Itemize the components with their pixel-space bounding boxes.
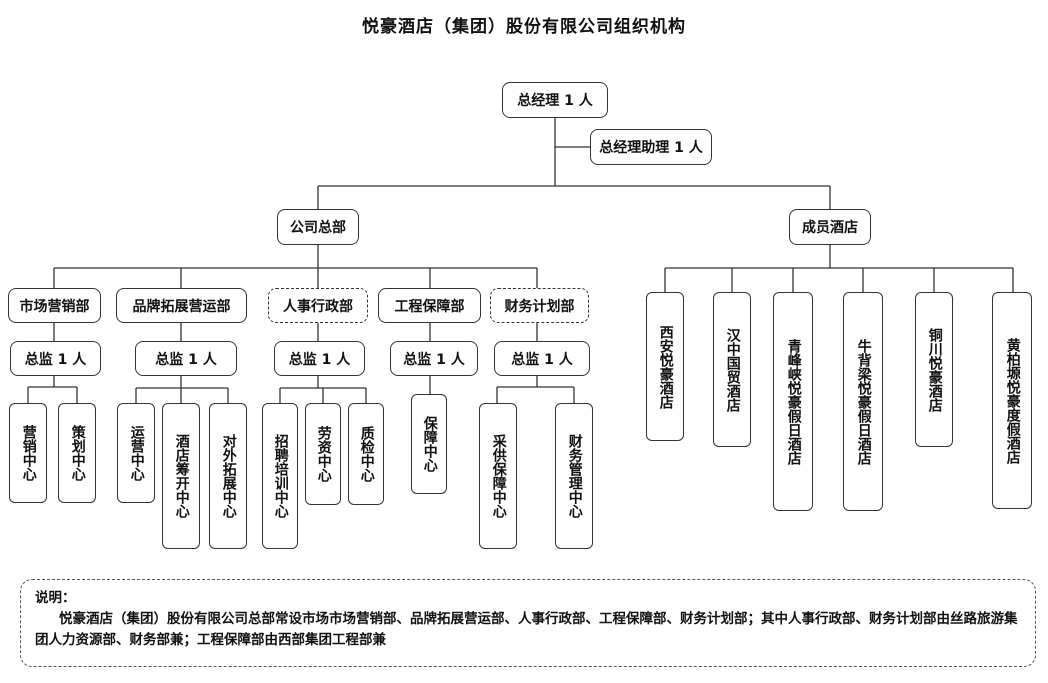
center-quality: 质检中心 xyxy=(348,403,384,505)
center-procurement: 采供保障中心 xyxy=(479,403,517,549)
hotel-niubeiliang: 牛背梁悦豪假日酒店 xyxy=(843,292,883,511)
hotel-huangbaiyuan: 黄柏塬悦豪度假酒店 xyxy=(992,292,1032,509)
director-hr-box: 总监 1 人 xyxy=(274,341,365,376)
note-text: 悦豪酒店（集团）股份有限公司总部常设市场市场营销部、品牌拓展营运部、人事行政部、… xyxy=(35,611,1018,648)
center-operations: 运营中心 xyxy=(117,403,155,503)
center-planning: 策划中心 xyxy=(58,403,96,503)
hotel-hanzhong-guomao: 汉中国贸酒店 xyxy=(713,292,751,447)
center-finance-management: 财务管理中心 xyxy=(555,403,593,549)
general-manager-box: 总经理 1 人 xyxy=(502,82,608,118)
center-hotel-opening: 酒店筹开中心 xyxy=(162,403,200,549)
explanation-note: 说明： 悦豪酒店（集团）股份有限公司总部常设市场市场营销部、品牌拓展营运部、人事… xyxy=(20,579,1036,667)
center-external-expansion: 对外拓展中心 xyxy=(209,403,247,549)
dept-hr-box: 人事行政部 xyxy=(268,288,368,323)
hotel-tongchuan-yuehao: 铜川悦豪酒店 xyxy=(915,292,953,447)
dept-engineering-box: 工程保障部 xyxy=(378,288,481,323)
dept-brand-box: 品牌拓展营运部 xyxy=(116,288,247,323)
center-recruit-training: 招聘培训中心 xyxy=(262,403,298,549)
gm-assistant-box: 总经理助理 1 人 xyxy=(590,129,712,165)
hotel-qingfengxia: 青峰峡悦豪假日酒店 xyxy=(773,292,813,511)
director-marketing-box: 总监 1 人 xyxy=(10,341,101,376)
dept-finance-box: 财务计划部 xyxy=(490,288,589,323)
member-hotels-box: 成员酒店 xyxy=(789,209,871,245)
director-engineering-box: 总监 1 人 xyxy=(390,341,478,376)
director-brand-box: 总监 1 人 xyxy=(135,341,237,376)
center-labor: 劳资中心 xyxy=(305,403,341,505)
note-label: 说明： xyxy=(35,590,76,606)
dept-marketing-box: 市场营销部 xyxy=(8,288,101,323)
headquarters-box: 公司总部 xyxy=(277,209,359,245)
center-support: 保障中心 xyxy=(411,394,447,494)
director-finance-box: 总监 1 人 xyxy=(494,341,590,376)
chart-title: 悦豪酒店（集团）股份有限公司组织机构 xyxy=(362,17,686,37)
center-marketing: 营销中心 xyxy=(9,403,47,503)
hotel-xian-yuehao: 西安悦豪酒店 xyxy=(646,292,684,441)
